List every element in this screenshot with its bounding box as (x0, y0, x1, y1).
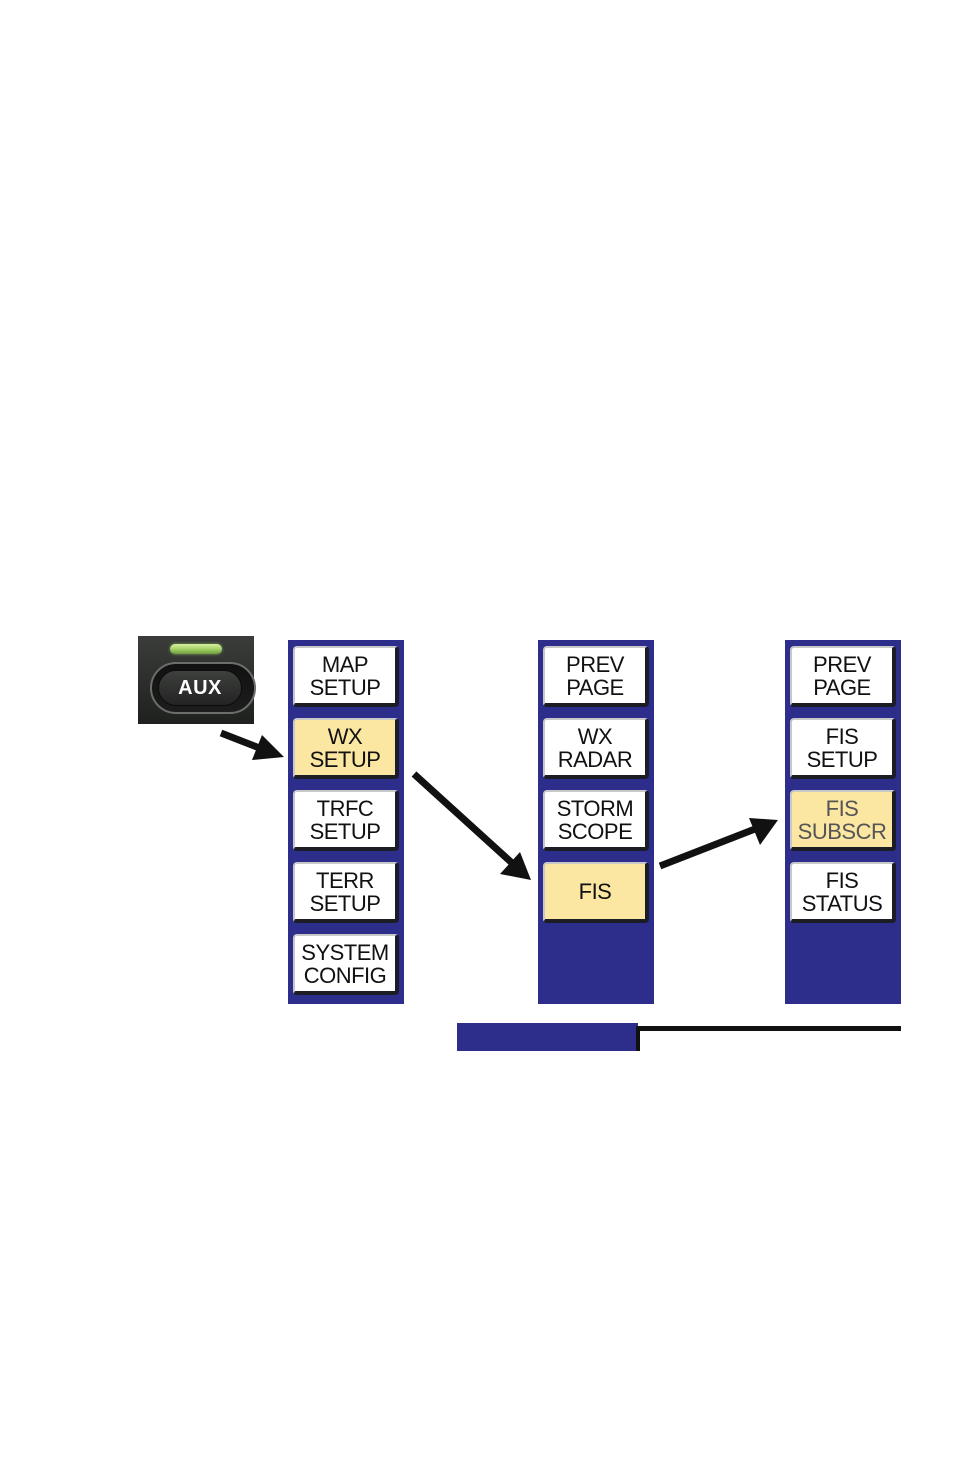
softkey-label-line1: TERR (316, 869, 374, 892)
softkey-label-line1: FIS (826, 725, 859, 748)
softkey-label-line2: SETUP (807, 748, 878, 771)
softkey-label-line1: FIS (826, 797, 859, 820)
terr-setup-softkey[interactable]: TERR SETUP (293, 862, 399, 923)
softkey-label-line2: SETUP (310, 820, 381, 843)
softkey-label-line2: SCOPE (558, 820, 633, 843)
system-config-softkey[interactable]: SYSTEM CONFIG (293, 934, 399, 995)
aux-button-label: AUX (158, 670, 242, 706)
map-setup-softkey[interactable]: MAP SETUP (293, 646, 399, 707)
storm-scope-softkey[interactable]: STORM SCOPE (543, 790, 649, 851)
softkey-label-line1: WX (328, 725, 362, 748)
arrow-aux-to-wx-setup-icon (221, 733, 284, 760)
prev-page-softkey[interactable]: PREV PAGE (543, 646, 649, 707)
softkey-label-line2: PAGE (813, 676, 871, 699)
arrow-fis-to-fis-subscr-icon (660, 818, 778, 866)
wx-setup-softkey[interactable]: WX SETUP (293, 718, 399, 779)
footer-rule-tick (636, 1026, 640, 1051)
fis-subscr-softkey[interactable]: FIS SUBSCR (790, 790, 896, 851)
wx-radar-softkey[interactable]: WX RADAR (543, 718, 649, 779)
softkey-label-line1: WX (578, 725, 612, 748)
softkey-label-line2: SETUP (310, 892, 381, 915)
softkey-column-fis-menu: PREV PAGE FIS SETUP FIS SUBSCR FIS STATU… (785, 640, 901, 1004)
softkey-column-aux-menu: MAP SETUP WX SETUP TRFC SETUP TERR SETUP… (288, 640, 404, 1004)
softkey-label-line2: CONFIG (304, 964, 387, 987)
softkey-label-line2: SETUP (310, 676, 381, 699)
softkey-label-line1: STORM (557, 797, 634, 820)
fis-softkey[interactable]: FIS (543, 862, 649, 923)
softkey-label-line1: PREV (813, 653, 871, 676)
softkey-label-line2: SETUP (310, 748, 381, 771)
softkey-label-line1: TRFC (317, 797, 374, 820)
fis-status-softkey[interactable]: FIS STATUS (790, 862, 896, 923)
softkey-column-wx-setup-menu: PREV PAGE WX RADAR STORM SCOPE FIS (538, 640, 654, 1004)
softkey-label-line1: PREV (566, 653, 624, 676)
trfc-setup-softkey[interactable]: TRFC SETUP (293, 790, 399, 851)
softkey-label-line2: STATUS (802, 892, 883, 915)
footer-accent-bar (457, 1023, 638, 1051)
softkey-label-line1: SYSTEM (301, 941, 388, 964)
aux-button[interactable]: AUX (150, 662, 256, 714)
softkey-label-line2: SUBSCR (798, 820, 887, 843)
fis-setup-softkey[interactable]: FIS SETUP (790, 718, 896, 779)
prev-page-softkey[interactable]: PREV PAGE (790, 646, 896, 707)
softkey-label-line2: PAGE (566, 676, 624, 699)
aux-key-panel: AUX (138, 636, 254, 724)
arrow-wx-setup-to-fis-icon (414, 774, 531, 880)
softkey-label-line1: FIS (826, 869, 859, 892)
footer-rule-line (636, 1026, 901, 1031)
softkey-label-line1: MAP (322, 653, 368, 676)
aux-led-indicator (170, 644, 222, 654)
softkey-label-line1: FIS (579, 880, 612, 903)
softkey-label-line2: RADAR (558, 748, 633, 771)
